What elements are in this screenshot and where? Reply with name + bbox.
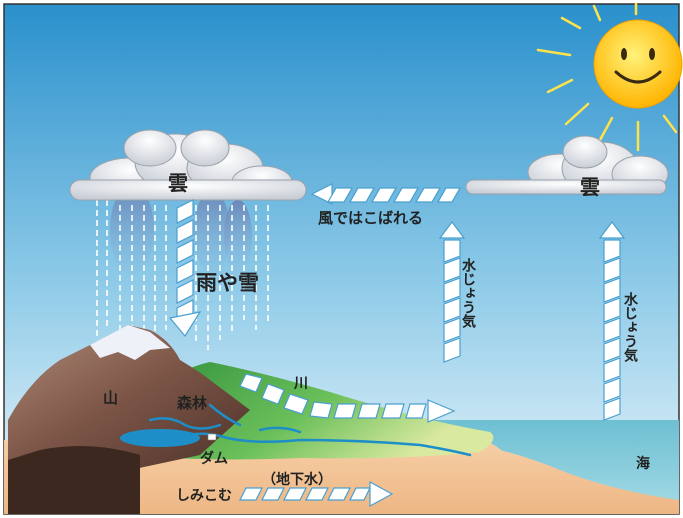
- dam-wall: [207, 433, 217, 441]
- label-cloud-left: 雲: [168, 171, 188, 195]
- vapor-up-arrow-mid: [438, 221, 466, 363]
- label-seep: しみこむ: [176, 488, 232, 504]
- label-river: 川: [293, 376, 308, 392]
- label-groundwater: （地下水）: [262, 471, 332, 488]
- rain-shading: [110, 185, 252, 275]
- vapor-up-arrow-right: [598, 221, 626, 421]
- river-right-arrow: [239, 373, 456, 423]
- beach: [380, 440, 679, 514]
- seep-right-arrow: [239, 480, 394, 508]
- label-forest: 森林: [177, 394, 208, 412]
- label-cloud-right: 雲: [580, 175, 600, 199]
- label-dam: ダム: [200, 450, 228, 467]
- label-vapor-mid: 水じょう気: [460, 257, 476, 329]
- label-sea: 海: [636, 455, 650, 472]
- dam-lake: [120, 429, 200, 447]
- wind-left-arrow: [310, 183, 462, 205]
- smiling-sun-icon: [536, 2, 683, 152]
- label-wind: 風ではこばれる: [318, 209, 423, 227]
- label-mountain: 山: [103, 389, 118, 407]
- cloud-right: [465, 135, 669, 195]
- rain-down-arrow: [168, 199, 202, 338]
- label-vapor-right: 水じょう気: [622, 291, 638, 363]
- cloud-left: [69, 129, 307, 201]
- rain-lines: [96, 200, 269, 355]
- label-rain-snow: 雨や雪: [196, 271, 259, 295]
